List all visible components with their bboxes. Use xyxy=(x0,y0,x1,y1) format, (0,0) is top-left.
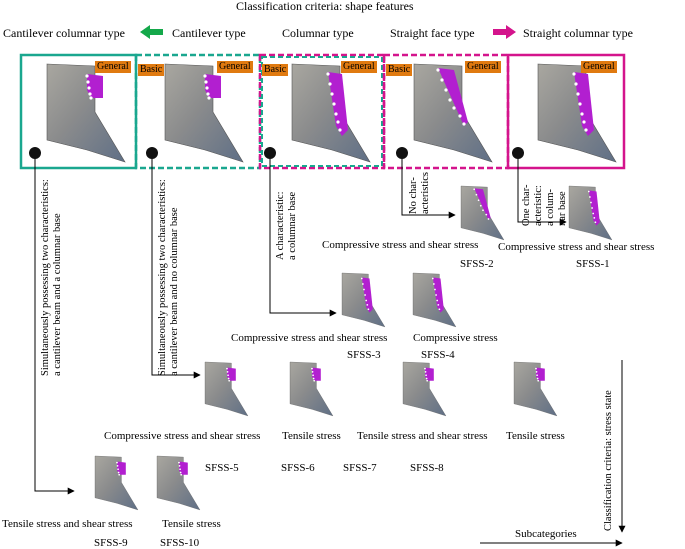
rock-thumb-straight-columnar xyxy=(537,63,617,163)
code-sfss1: SFSS-1 xyxy=(576,258,610,270)
branch-label-b5: One char-acteristic:a colum-nar base xyxy=(521,184,568,226)
rock-thumb-sfss10 xyxy=(156,455,201,511)
code-sfss10: SFSS-10 xyxy=(160,537,200,549)
stress-label-sfss6: Tensile stress xyxy=(282,430,341,442)
frame-columnar-teal xyxy=(261,56,383,167)
code-sfss8: SFSS-8 xyxy=(410,462,444,474)
badge-general: General xyxy=(465,61,501,73)
code-sfss5: SFSS-5 xyxy=(205,462,239,474)
code-sfss9: SFSS-9 xyxy=(94,537,128,549)
branch-label-b3: A characteristic:a columnar base xyxy=(275,191,298,260)
rock-thumb-sfss9 xyxy=(94,455,139,511)
badge-general: General xyxy=(341,61,377,73)
stress-label-sfss2: Compressive stress and shear stress xyxy=(322,239,479,251)
badge-basic: Basic xyxy=(138,64,165,76)
rock-thumb-cantilever xyxy=(164,63,244,163)
stress-criteria-label: Classification criteria: stress state xyxy=(603,390,614,531)
node-dot xyxy=(146,147,158,159)
type-straight-columnar: Straight columnar type xyxy=(523,26,633,40)
subcategories-label: Subcategories xyxy=(515,528,577,540)
branch-label-b2: Simultaneously possessing two characteri… xyxy=(157,179,180,376)
rock-thumb-sfss8 xyxy=(513,361,558,417)
rock-thumb-sfss6 xyxy=(289,361,334,417)
code-sfss2: SFSS-2 xyxy=(460,258,494,270)
connector-sfss1 xyxy=(517,155,567,226)
stress-label-sfss10: Tensile stress xyxy=(162,518,221,530)
connector-sfss9 xyxy=(34,155,75,495)
node-dot xyxy=(512,147,524,159)
diagram-title: Classification criteria: shape features xyxy=(236,0,414,13)
node-dot xyxy=(29,147,41,159)
frame-straight-columnar xyxy=(506,53,626,170)
badge-general: General xyxy=(217,61,253,73)
connector-sfss3 xyxy=(269,155,337,317)
rock-thumb-cantilever-columnar xyxy=(46,63,126,163)
branch-label-b1: Simultaneously possessing two characteri… xyxy=(40,179,63,376)
badge-general: General xyxy=(95,61,131,73)
type-straight-face: Straight face type xyxy=(390,26,475,40)
type-cantilever: Cantilever type xyxy=(172,26,246,40)
rock-thumb-sfss2 xyxy=(460,185,505,241)
stress-label-sfss7: Tensile stress and shear stress xyxy=(357,430,488,442)
stress-label-sfss9: Tensile stress and shear stress xyxy=(2,518,133,530)
code-sfss6: SFSS-6 xyxy=(281,462,315,474)
stress-label-sfss3: Compressive stress and shear stress xyxy=(231,332,388,344)
node-dot xyxy=(264,147,276,159)
code-sfss3: SFSS-3 xyxy=(347,349,381,361)
code-sfss4: SFSS-4 xyxy=(421,349,455,361)
rock-thumb-sfss4 xyxy=(412,272,457,328)
rock-thumb-sfss7 xyxy=(402,361,447,417)
connector-sfss5 xyxy=(151,155,201,379)
magenta-right-arrow xyxy=(493,25,516,39)
rock-thumb-columnar xyxy=(291,63,371,163)
connector-sfss2 xyxy=(401,155,456,219)
branch-label-b4: No char-acteristics xyxy=(408,172,431,214)
stress-label-sfss4: Compressive stress xyxy=(413,332,498,344)
stress-label-sfss8: Tensile stress xyxy=(506,430,565,442)
code-sfss7: SFSS-7 xyxy=(343,462,377,474)
rock-thumb-sfss5 xyxy=(204,361,249,417)
type-columnar: Columnar type xyxy=(282,26,354,40)
green-left-arrow xyxy=(140,25,163,39)
rock-thumb-straight-face xyxy=(413,63,493,163)
badge-basic: Basic xyxy=(262,64,289,76)
type-cantilever-columnar: Cantilever columnar type xyxy=(3,26,125,40)
stress-label-sfss5: Compressive stress and shear stress xyxy=(104,430,261,442)
badge-basic: Basic xyxy=(386,64,413,76)
badge-general: General xyxy=(581,61,617,73)
rock-thumb-sfss3 xyxy=(341,272,386,328)
rock-thumb-sfss1 xyxy=(568,185,613,241)
node-dot xyxy=(396,147,408,159)
stress-label-sfss1: Compressive stress and shear stress xyxy=(498,241,655,253)
